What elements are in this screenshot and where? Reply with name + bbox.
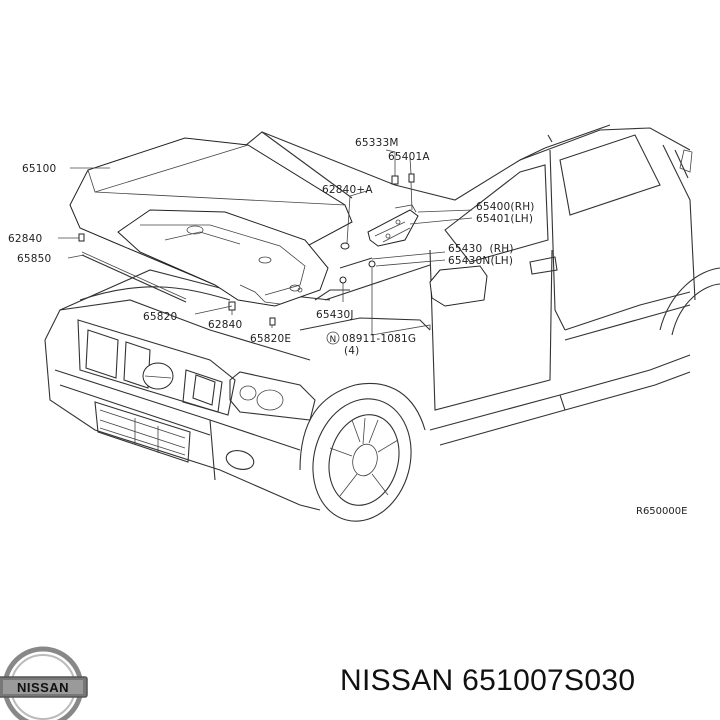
bumper-62840-left [78,233,85,242]
nissan-logo: NISSAN [0,646,88,720]
label-65430j: 65430J [316,309,354,321]
label-65400rh: 65400(RH) [476,201,535,213]
nut-symbol-icon [326,331,340,345]
clip-65820e [269,317,276,326]
bolt-65401a [408,173,415,211]
label-nut-symbol: N [330,335,337,345]
strut-65430 [339,257,376,284]
label-65820: 65820 [143,311,177,323]
seal-65850 [81,251,187,303]
leader-lines [58,149,473,336]
reference-code: R650000E [636,506,687,517]
label-62840-left: 62840 [8,233,42,245]
label-quantity: (4) [344,345,359,357]
part-number-caption: NISSAN 651007S030 [340,664,636,697]
callout-labels: 65100 65333M 65401A 62840+A 65400(RH) 65… [8,137,687,517]
label-62840-bottom: 62840 [208,319,242,331]
bumper-62840a [340,242,350,250]
label-65820e: 65820E [250,333,291,345]
label-08911: 08911-1081G [342,333,416,345]
label-65430nlh: 65430N(LH) [448,255,513,267]
label-65430rh: 65430 (RH) [448,243,514,255]
svg-text:NISSAN: NISSAN [17,680,69,695]
bolt-65333m [391,175,399,185]
label-65401lh: 65401(LH) [476,213,533,225]
label-65333m: 65333M [355,137,399,149]
label-65850: 65850 [17,253,51,265]
hood-panel [69,137,353,307]
label-62840a: 62840+A [322,184,373,196]
label-65100: 65100 [22,163,56,175]
hood-hinge [367,204,419,247]
label-65401a: 65401A [388,151,430,163]
